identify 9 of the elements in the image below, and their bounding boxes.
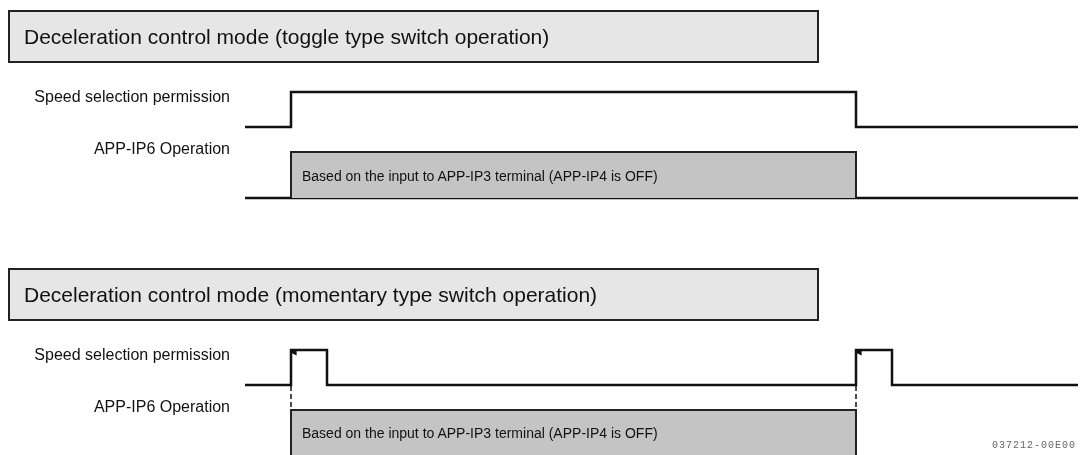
signal-name: Speed selection permission: [33, 345, 230, 365]
operation-bar: Based on the input to APP-IP3 terminal (APP-IP4 is OFF): [290, 151, 857, 198]
signal-name: APP-IP6 Operation: [92, 397, 230, 417]
mode-heading: Deceleration control mode (toggle type switch operation): [8, 10, 819, 63]
operation-bar: Based on the input to APP-IP3 terminal (APP-IP4 is OFF): [290, 409, 857, 455]
signal-name: APP-IP6 Operation: [92, 139, 230, 159]
reference-code: 037212-00E00: [992, 440, 1076, 451]
signal-name: Speed selection permission: [33, 87, 230, 107]
mode-heading: Deceleration control mode (momentary type switch operation): [8, 268, 819, 321]
